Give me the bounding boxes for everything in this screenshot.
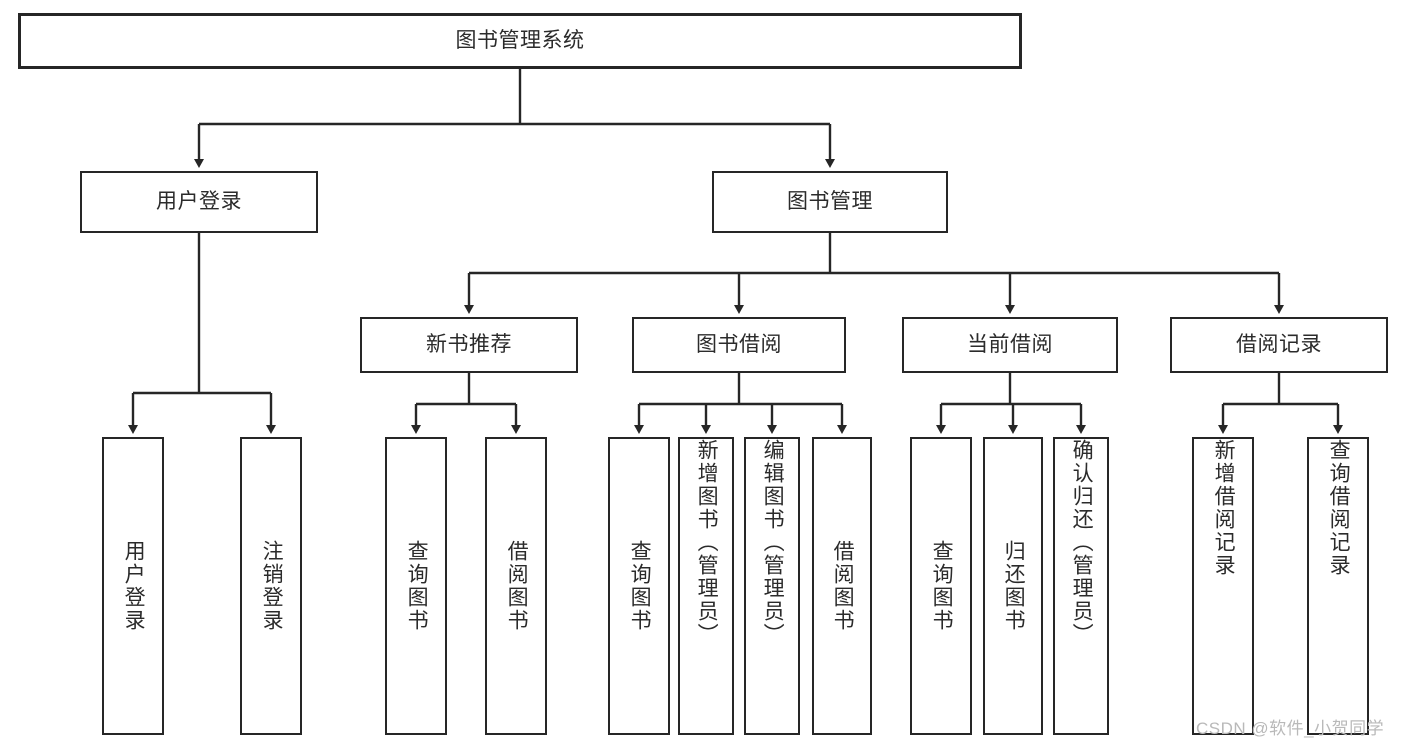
node-user-login-leaf[interactable]: 用户登录	[102, 437, 164, 735]
node-current-borrow-label: 当前借阅	[967, 332, 1053, 356]
node-add-borrow-record[interactable]: 新增借阅记录	[1192, 437, 1254, 735]
node-confirm-return-admin[interactable]: 确认归还（管理员）	[1053, 437, 1109, 735]
node-return-book[interactable]: 归还图书	[983, 437, 1043, 735]
node-root-title-label: 图书管理系统	[455, 28, 585, 52]
node-user-login-label: 用户登录	[156, 189, 242, 213]
node-query-book-current[interactable]: 查询图书	[910, 437, 972, 735]
node-query-book-rec[interactable]: 查询图书	[385, 437, 447, 735]
node-new-book-recommend[interactable]: 新书推荐	[360, 317, 578, 373]
node-book-borrow-label: 图书借阅	[696, 332, 782, 356]
node-query-book-current-label: 查询图书	[930, 540, 954, 632]
node-book-management[interactable]: 图书管理	[712, 171, 948, 233]
node-confirm-return-admin-label: 确认归还（管理员）	[1070, 439, 1094, 646]
node-borrow-records[interactable]: 借阅记录	[1170, 317, 1388, 373]
csdn-watermark: CSDN @软件_小贺同学	[1196, 719, 1385, 738]
node-user-login[interactable]: 用户登录	[80, 171, 318, 233]
node-add-book-admin-label: 新增图书（管理员）	[695, 439, 719, 646]
node-borrow-book-rec-label: 借阅图书	[505, 540, 529, 632]
node-query-borrow-record-label: 查询借阅记录	[1327, 439, 1351, 577]
node-borrow-records-label: 借阅记录	[1236, 332, 1322, 356]
node-return-book-label: 归还图书	[1002, 540, 1026, 632]
node-query-book-rec-label: 查询图书	[405, 540, 429, 632]
node-book-management-label: 图书管理	[787, 189, 873, 213]
node-borrow-book-rec[interactable]: 借阅图书	[485, 437, 547, 735]
node-query-book-borrow[interactable]: 查询图书	[608, 437, 670, 735]
node-logout-leaf[interactable]: 注销登录	[240, 437, 302, 735]
node-current-borrow[interactable]: 当前借阅	[902, 317, 1118, 373]
node-book-borrow[interactable]: 图书借阅	[632, 317, 846, 373]
node-query-book-borrow-label: 查询图书	[628, 540, 652, 632]
node-borrow-book-action-label: 借阅图书	[831, 540, 855, 632]
node-root-title[interactable]: 图书管理系统	[18, 13, 1022, 69]
node-borrow-book-action[interactable]: 借阅图书	[812, 437, 872, 735]
node-add-borrow-record-label: 新增借阅记录	[1212, 439, 1236, 577]
node-query-borrow-record[interactable]: 查询借阅记录	[1307, 437, 1369, 735]
node-logout-leaf-label: 注销登录	[260, 540, 284, 632]
node-new-book-recommend-label: 新书推荐	[426, 332, 512, 356]
node-edit-book-admin-label: 编辑图书（管理员）	[761, 439, 785, 646]
node-edit-book-admin[interactable]: 编辑图书（管理员）	[744, 437, 800, 735]
node-add-book-admin[interactable]: 新增图书（管理员）	[678, 437, 734, 735]
node-user-login-leaf-label: 用户登录	[122, 540, 146, 632]
